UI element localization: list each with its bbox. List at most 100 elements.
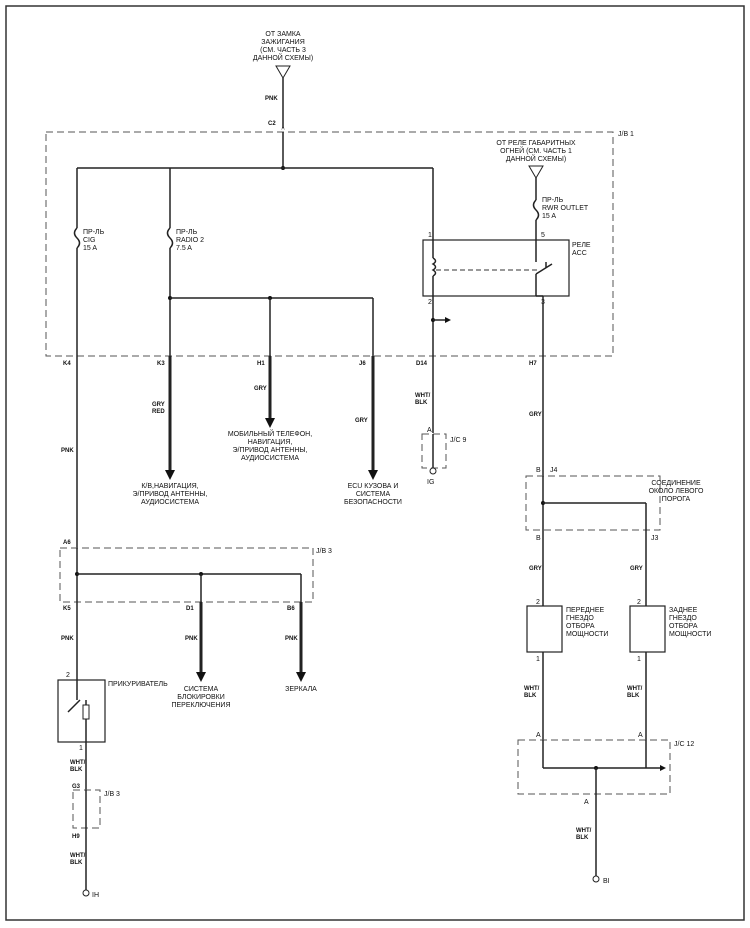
svg-text:БЕЗОПАСНОСТИ: БЕЗОПАСНОСТИ xyxy=(344,499,402,506)
svg-text:WHT/: WHT/ xyxy=(524,686,540,692)
svg-text:2: 2 xyxy=(66,672,70,679)
ignition-source: ОТ ЗАМКА ЗАЖИГАНИЯ (СМ. ЧАСТЬ 3 ДАННОЙ С… xyxy=(253,31,313,128)
branch-j6: GRY ECU КУЗОВА И СИСТЕМА БЕЗОПАСНОСТИ xyxy=(344,356,402,506)
junction-block-3: J/B 3 K5 D1 B6 xyxy=(59,547,332,612)
svg-text:GRY: GRY xyxy=(152,402,165,408)
svg-text:МОЩНОСТИ: МОЩНОСТИ xyxy=(669,631,711,638)
svg-text:ACC: ACC xyxy=(572,250,587,257)
svg-text:J/B 3: J/B 3 xyxy=(104,791,120,798)
svg-text:1: 1 xyxy=(79,745,83,752)
svg-text:5: 5 xyxy=(541,232,545,239)
svg-text:ГНЕЗДО: ГНЕЗДО xyxy=(669,615,697,622)
svg-text:J4: J4 xyxy=(550,467,558,474)
svg-text:RADIO 2: RADIO 2 xyxy=(176,237,204,244)
svg-text:К/В,НАВИГАЦИЯ,: К/В,НАВИГАЦИЯ, xyxy=(141,483,198,490)
svg-text:GRY: GRY xyxy=(529,566,542,572)
fuse-cig: ПР-ЛЬ CIG 15 A xyxy=(73,168,105,356)
relay-acc: 1 5 2 3 РЕЛЕ ACC xyxy=(422,168,591,306)
svg-text:K3: K3 xyxy=(157,361,165,367)
svg-text:J/C 12: J/C 12 xyxy=(674,741,694,748)
svg-text:GRY: GRY xyxy=(355,418,368,424)
svg-text:2: 2 xyxy=(637,599,641,606)
svg-text:WHT/: WHT/ xyxy=(576,828,592,834)
svg-text:BLK: BLK xyxy=(415,400,428,406)
svg-text:H7: H7 xyxy=(529,361,537,367)
svg-text:2: 2 xyxy=(536,599,540,606)
svg-text:ЗАДНЕЕ: ЗАДНЕЕ xyxy=(669,607,698,614)
svg-text:IH: IH xyxy=(92,892,99,899)
branch-h1: GRY МОБИЛЬНЫЙ ТЕЛЕФОН, НАВИГАЦИЯ, Э/ПРИВ… xyxy=(228,356,312,462)
svg-text:СОЕДИНЕНИЕ: СОЕДИНЕНИЕ xyxy=(651,480,701,487)
fuse-radio2: ПР-ЛЬ RADIO 2 7.5 A xyxy=(166,168,204,356)
svg-text:ГНЕЗДО: ГНЕЗДО xyxy=(566,615,594,622)
svg-text:B: B xyxy=(536,535,541,542)
svg-text:A: A xyxy=(584,799,589,806)
svg-text:B: B xyxy=(536,467,541,474)
svg-text:СИСТЕМА: СИСТЕМА xyxy=(184,686,219,693)
svg-text:ПР-ЛЬ: ПР-ЛЬ xyxy=(542,197,564,204)
junction-block-1 xyxy=(45,131,614,357)
svg-text:ПРИКУРИВАТЕЛЬ: ПРИКУРИВАТЕЛЬ xyxy=(108,681,168,688)
svg-text:ПОРОГА: ПОРОГА xyxy=(662,496,691,503)
svg-text:ECU КУЗОВА И: ECU КУЗОВА И xyxy=(348,483,399,490)
svg-text:K5: K5 xyxy=(63,606,71,612)
svg-text:D1: D1 xyxy=(186,606,194,612)
svg-text:WHT/: WHT/ xyxy=(70,760,86,766)
junction-connector-12: A A J/C 12 A WHT/ BLK BI xyxy=(517,732,694,885)
svg-text:ОТБОРА: ОТБОРА xyxy=(669,623,698,630)
svg-text:B6: B6 xyxy=(287,606,295,612)
svg-text:ЗАЖИГАНИЯ: ЗАЖИГАНИЯ xyxy=(261,39,305,46)
svg-text:(СМ. ЧАСТЬ 3: (СМ. ЧАСТЬ 3 xyxy=(260,47,306,54)
svg-text:GRY: GRY xyxy=(630,566,643,572)
svg-text:BLK: BLK xyxy=(70,860,83,866)
connector-arrow-icon xyxy=(275,65,291,79)
svg-text:МОЩНОСТИ: МОЩНОСТИ xyxy=(566,631,608,638)
pin-c2: C2 xyxy=(268,121,276,127)
svg-text:WHT/: WHT/ xyxy=(415,393,431,399)
svg-text:J6: J6 xyxy=(359,361,366,367)
svg-text:СИСТЕМА: СИСТЕМА xyxy=(356,491,391,498)
svg-text:PNK: PNK xyxy=(61,636,74,642)
svg-text:PNK: PNK xyxy=(185,636,198,642)
svg-text:НАВИГАЦИЯ,: НАВИГАЦИЯ, xyxy=(248,439,293,446)
svg-text:A: A xyxy=(638,732,643,739)
svg-text:МОБИЛЬНЫЙ ТЕЛЕФОН,: МОБИЛЬНЫЙ ТЕЛЕФОН, xyxy=(228,429,312,438)
svg-text:J3: J3 xyxy=(651,535,659,542)
svg-text:АУДИОСИСТЕМА: АУДИОСИСТЕМА xyxy=(141,499,199,506)
svg-text:BI: BI xyxy=(603,878,610,885)
svg-text:RED: RED xyxy=(152,409,165,415)
svg-text:WHT/: WHT/ xyxy=(70,853,86,859)
svg-text:A: A xyxy=(536,732,541,739)
svg-text:ПЕРЕДНЕЕ: ПЕРЕДНЕЕ xyxy=(566,607,605,614)
svg-text:1: 1 xyxy=(637,656,641,663)
svg-text:PNK: PNK xyxy=(61,448,74,454)
connector-arrow-icon xyxy=(528,165,544,179)
branch-d1: PNK СИСТЕМА БЛОКИРОВКИ ПЕРЕКЛЮЧЕНИЯ xyxy=(171,602,231,709)
svg-text:H1: H1 xyxy=(257,361,265,367)
svg-text:ОТ РЕЛЕ ГАБАРИТНЫХ: ОТ РЕЛЕ ГАБАРИТНЫХ xyxy=(496,140,576,147)
branch-d14: WHT/ BLK A J/C 9 IG xyxy=(415,356,466,486)
svg-text:D14: D14 xyxy=(416,361,428,367)
branch-k3: GRY RED К/В,НАВИГАЦИЯ, Э/ПРИВОД АНТЕННЫ,… xyxy=(132,356,208,506)
svg-text:PNK: PNK xyxy=(285,636,298,642)
ground-icon xyxy=(82,889,90,897)
relay-source: ОТ РЕЛЕ ГАБАРИТНЫХ ОГНЕЙ (СМ. ЧАСТЬ 1 ДА… xyxy=(496,140,589,240)
svg-text:ОТБОРА: ОТБОРА xyxy=(566,623,595,630)
svg-text:15 A: 15 A xyxy=(83,245,97,252)
svg-text:АУДИОСИСТЕМА: АУДИОСИСТЕМА xyxy=(241,455,299,462)
svg-text:G3: G3 xyxy=(72,784,81,790)
svg-text:WHT/: WHT/ xyxy=(627,686,643,692)
svg-text:ОКОЛО ЛЕВОГО: ОКОЛО ЛЕВОГО xyxy=(649,488,704,495)
svg-text:BLK: BLK xyxy=(627,693,640,699)
svg-text:15 A: 15 A xyxy=(542,213,556,220)
svg-text:Э/ПРИВОД АНТЕННЫ,: Э/ПРИВОД АНТЕННЫ, xyxy=(132,491,207,498)
svg-text:GRY: GRY xyxy=(529,412,542,418)
svg-text:BLK: BLK xyxy=(70,767,83,773)
svg-text:БЛОКИРОВКИ: БЛОКИРОВКИ xyxy=(177,694,224,701)
svg-text:GRY: GRY xyxy=(254,386,267,392)
svg-text:H9: H9 xyxy=(72,834,80,840)
svg-text:1: 1 xyxy=(536,656,540,663)
svg-text:ДАННОЙ СХЕМЫ): ДАННОЙ СХЕМЫ) xyxy=(506,154,566,163)
svg-text:ДАННОЙ СХЕМЫ): ДАННОЙ СХЕМЫ) xyxy=(253,53,313,62)
svg-text:ПЕРЕКЛЮЧЕНИЯ: ПЕРЕКЛЮЧЕНИЯ xyxy=(171,702,230,709)
